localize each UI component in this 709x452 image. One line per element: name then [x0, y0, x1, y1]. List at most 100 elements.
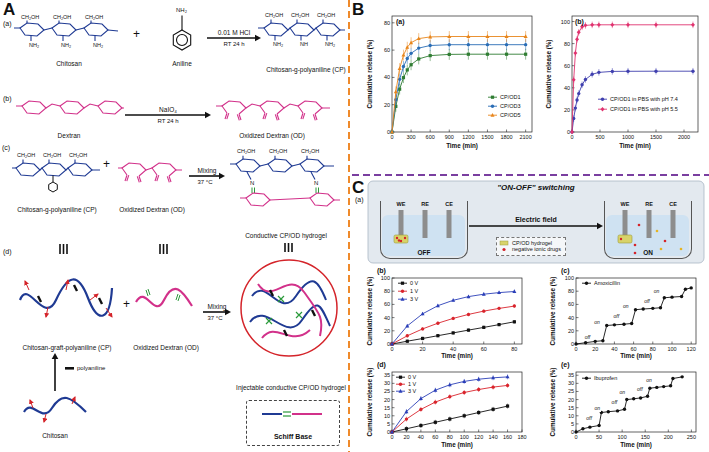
hydrogel-network — [241, 260, 337, 356]
tick — [392, 77, 395, 78]
data-marker — [605, 324, 608, 327]
molecule-structure: Dextran — [14, 94, 124, 140]
edge-label: NaIO₄ — [159, 106, 177, 113]
chitosan-structure — [20, 23, 44, 36]
data-marker — [467, 313, 470, 316]
data-marker — [691, 70, 694, 73]
data-marker — [572, 78, 576, 82]
data-marker — [390, 130, 393, 133]
data-marker — [448, 53, 451, 56]
tick — [483, 342, 484, 345]
data-marker — [634, 308, 637, 311]
edge-label: 0.01 M HCl — [218, 29, 251, 36]
data-marker — [399, 383, 402, 386]
tick-label: 0 — [390, 134, 393, 140]
data-marker — [594, 340, 597, 343]
tick — [576, 391, 579, 392]
structure-caption: Chitosan-g-polyaniline (CP) — [17, 206, 96, 213]
plot-frame — [392, 372, 522, 432]
oxidized-dextran-structure — [118, 163, 182, 182]
oxidized-dextran-structure — [122, 163, 146, 182]
panel-separator — [349, 0, 709, 452]
data-marker — [436, 321, 439, 324]
arrow-shaft — [189, 175, 220, 177]
data-marker — [451, 298, 455, 302]
chitosan-structure — [14, 21, 118, 41]
data-marker — [512, 289, 516, 293]
oxidized-dextran-structure — [222, 101, 246, 120]
tick — [493, 430, 494, 433]
drug-dot — [664, 240, 667, 243]
electrode — [623, 210, 628, 238]
molecule-structure: Oxidized Dextran (OD) — [212, 94, 332, 140]
structure-caption: Conductive CP/OD hydrogel — [245, 232, 327, 239]
plus-sign: + — [133, 28, 140, 42]
tick-label: 40 — [384, 314, 390, 320]
cp-chain — [106, 308, 112, 317]
data-marker — [405, 427, 408, 430]
electrode-label: RE — [645, 201, 653, 207]
oxidized-dextran-structure — [298, 101, 322, 120]
data-marker — [680, 295, 683, 298]
dextran-structure — [98, 101, 122, 114]
data-marker — [421, 327, 424, 330]
switch-annotation: off — [612, 314, 620, 320]
data-marker — [497, 323, 500, 326]
chem-group: CH₂OH — [17, 152, 35, 158]
tick — [645, 430, 646, 433]
tick-label: 0 — [387, 429, 390, 435]
drug-dot — [656, 230, 659, 233]
data-marker — [491, 105, 494, 108]
data-marker — [646, 395, 649, 398]
key-icons — [499, 238, 511, 254]
tick — [622, 430, 623, 433]
switch-annotation: on — [653, 289, 661, 295]
panel-label: (e) — [561, 361, 570, 369]
data-marker — [506, 404, 509, 407]
electrochemical-cell: WERECEOFF — [380, 201, 468, 259]
tick-label: 1500 — [481, 134, 493, 140]
data-marker — [577, 30, 581, 34]
electrode — [671, 210, 676, 238]
data-marker — [491, 376, 495, 380]
tick — [514, 342, 515, 345]
tick — [422, 342, 423, 345]
hydrogel-sketch: Injectable conductive CP/OD hydrogel — [232, 256, 350, 392]
data-marker — [390, 342, 394, 346]
tick-label: 30 — [384, 380, 390, 386]
tick-label: 1800 — [500, 134, 512, 140]
electrode — [399, 210, 404, 238]
electrode-label: WE — [397, 201, 406, 207]
legend-text: CP/OD1 in PBS with pH 7.4 — [609, 96, 679, 102]
structure-caption: Dextran — [58, 132, 81, 139]
data-marker — [654, 23, 658, 27]
tick-label: 100 — [667, 346, 676, 352]
data-marker — [626, 23, 630, 27]
tick-label: 60 — [384, 301, 390, 307]
data-marker — [524, 43, 527, 46]
structure-caption: Oxidized Dextran (OD) — [133, 344, 199, 351]
tick-label: 10 — [384, 413, 390, 419]
schiff-base-icon — [292, 413, 322, 415]
tick — [522, 430, 523, 433]
polyaniline-bars — [66, 244, 68, 254]
axis-title: Time (min) — [619, 142, 651, 149]
tick-label: 0 — [571, 429, 574, 435]
data-line — [572, 71, 693, 132]
tick-label: 0 — [387, 341, 390, 347]
tick-label: 80 — [650, 346, 656, 352]
od-chain — [136, 289, 192, 306]
molecule-structure: Chitosan-g-polyaniline (CP) — [12, 148, 102, 214]
data-marker — [670, 295, 673, 298]
axis-title: Time (min) — [620, 352, 652, 359]
data-marker — [406, 57, 409, 60]
structure-caption: Injectable conductive CP/OD hydrogel — [236, 384, 346, 391]
data-marker — [505, 43, 508, 46]
plot-frame — [392, 278, 522, 344]
hydrogel-network — [258, 284, 321, 336]
chem-group: NH₂ — [29, 42, 39, 48]
cp-chain — [25, 281, 29, 290]
tick — [572, 43, 575, 44]
data-marker — [580, 83, 583, 86]
data-marker — [402, 65, 405, 68]
